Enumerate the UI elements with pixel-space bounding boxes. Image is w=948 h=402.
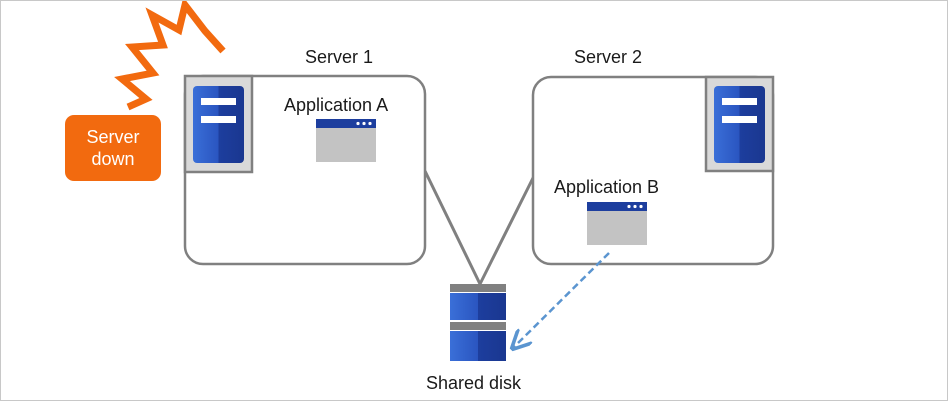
lightning-bolt-icon: [114, 1, 226, 111]
server-down-badge: Server down: [65, 115, 161, 181]
server-1-label: Server 1: [305, 47, 374, 67]
application-a-window-icon: [316, 119, 376, 162]
application-b-label: Application B: [554, 177, 660, 197]
server-1-machine-icon: [183, 74, 254, 174]
server2-disk-connection: [478, 175, 536, 285]
server1-disk-connection: [423, 170, 482, 285]
server-down-line2: down: [91, 149, 135, 169]
failover-arrow: [514, 252, 610, 347]
server-2-machine-icon: [704, 75, 775, 173]
application-b-window-icon: [587, 202, 647, 245]
shared-disk-label: Shared disk: [426, 373, 522, 393]
server-2-label: Server 2: [574, 47, 643, 67]
shared-disk-icon: [450, 284, 506, 361]
server-down-line1: Server: [86, 127, 140, 147]
application-a-label: Application A: [284, 95, 389, 115]
